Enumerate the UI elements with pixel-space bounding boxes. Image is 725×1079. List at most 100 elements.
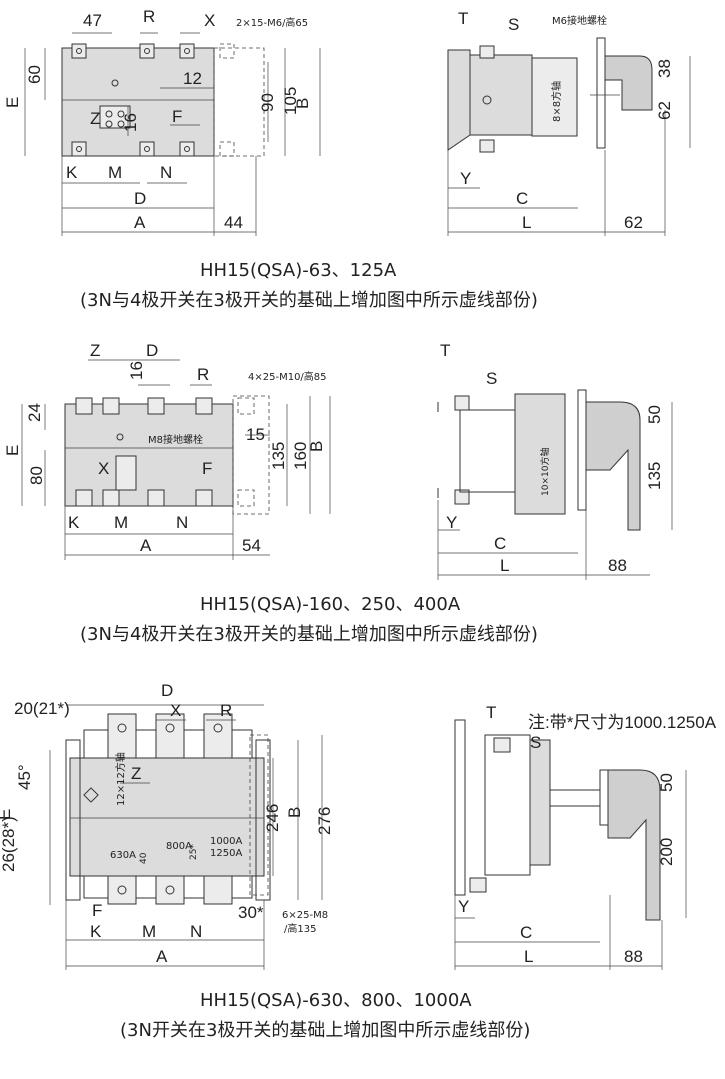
dim-l: L: [522, 213, 531, 232]
dim-80: 80: [27, 466, 46, 485]
dim-20: 20(21*): [14, 699, 70, 718]
dim-x: X: [170, 701, 181, 720]
dim-y: Y: [458, 897, 469, 916]
dim-y: Y: [460, 169, 471, 188]
drawing-3-side-view: [454, 719, 687, 970]
label-1000a: 1000A: [210, 836, 242, 847]
dim-b: B: [285, 807, 304, 818]
drawing-2-front-labels: Z D 16 R 4×25-M10/高85 24 E M8接地螺栓 15 135…: [3, 341, 327, 555]
drawing-2-side-labels: T S 10×10方轴 50 135 Y C L 88: [440, 341, 664, 575]
drawing-3-front-view: [49, 704, 323, 970]
dim-88: 88: [608, 556, 627, 575]
switch-body: [61, 47, 215, 157]
dim-246: 246: [263, 804, 282, 832]
dim-f: F: [92, 901, 102, 920]
dim-b: B: [293, 98, 312, 109]
bolt-height: /高135: [284, 922, 316, 935]
drawing-1-side-view: [447, 37, 691, 236]
dim-d: D: [134, 189, 146, 208]
dim-l: L: [500, 556, 509, 575]
dim-n: N: [160, 163, 172, 182]
dim-16: 16: [121, 113, 140, 132]
dim-d: D: [161, 681, 173, 700]
shaft-label: 10×10方轴: [539, 448, 551, 496]
switch-body: [64, 403, 234, 507]
shaft-label: 12×12方轴: [114, 752, 127, 806]
dim-62b: 62: [624, 213, 643, 232]
dim-t: T: [440, 341, 450, 360]
drawing-3-side-labels: T 注:带*尺寸为1000.1250A S 50 200 Y C L 88: [458, 703, 717, 966]
dim-r: R: [143, 7, 155, 26]
dim-40: 40: [139, 852, 149, 864]
side-body: [469, 54, 533, 136]
dim-f: F: [202, 459, 212, 478]
operating-handle: [607, 769, 661, 921]
dim-54: 54: [242, 536, 261, 555]
dim-25: 25*: [189, 844, 199, 860]
dim-n: N: [176, 513, 188, 532]
dim-e: E: [3, 445, 22, 456]
caption-1-note: (3N与4极开关在3极开关的基础上增加图中所示虚线部份): [80, 290, 538, 311]
extra-pole-dashed: [232, 395, 270, 515]
extra-pole-dashed: [249, 734, 269, 896]
note-star-dims: 注:带*尺寸为1000.1250A: [528, 713, 717, 732]
dim-z: Z: [131, 764, 141, 783]
dim-e: E: [3, 97, 22, 108]
top-terminals: [71, 43, 235, 59]
dim-a: A: [140, 536, 152, 555]
handle-plate: [447, 49, 471, 151]
dim-276: 276: [315, 807, 334, 835]
dim-t: T: [486, 703, 496, 722]
dim-r: R: [220, 701, 232, 720]
dim-b: B: [307, 441, 326, 452]
dim-88: 88: [624, 947, 643, 966]
ground-bolt-label: M6接地螺栓: [552, 14, 607, 27]
angle-45: 45°: [15, 764, 34, 790]
dim-44: 44: [224, 213, 243, 232]
caption-2-note: (3N与4极开关在3极开关的基础上增加图中所示虚线部份): [80, 624, 538, 645]
drawing-1-front-labels: 47 R X 2×15-M6/高65 E 60 12 90 105 B Z 16…: [3, 7, 312, 232]
dim-a: A: [134, 213, 146, 232]
dim-15: 15: [246, 425, 265, 444]
ground-bolt-label: M8接地螺栓: [148, 433, 203, 446]
dim-200: 200: [657, 838, 676, 866]
drawing-2-front-view: [21, 359, 331, 560]
dim-m: M: [108, 163, 122, 182]
dim-k: K: [90, 922, 102, 941]
drawing-1-front-view: [24, 32, 321, 236]
dim-f: F: [172, 107, 182, 126]
dim-y: Y: [446, 513, 457, 532]
drawing-2-side-view: [437, 389, 673, 580]
dim-90: 90: [258, 93, 277, 112]
bottom-terminals: [71, 141, 235, 157]
dim-d: D: [146, 341, 158, 360]
dim-135: 135: [645, 462, 664, 490]
dim-105: 105: [281, 87, 300, 115]
caption-2-title: HH15(QSA)-160、250、400A: [200, 594, 461, 615]
dim-50: 50: [657, 773, 676, 792]
caption-3-title: HH15(QSA)-630、800、1000A: [200, 990, 472, 1011]
dim-m: M: [142, 922, 156, 941]
dim-62a: 62: [655, 101, 674, 120]
dim-30: 30*: [238, 903, 264, 922]
operating-handle: [604, 55, 653, 111]
dim-60: 60: [25, 65, 44, 84]
dim-s: S: [530, 733, 541, 752]
dim-16: 16: [127, 361, 146, 380]
dim-50: 50: [645, 405, 664, 424]
bolt-spec: 4×25-M10/高85: [248, 370, 327, 383]
extra-pole-dashed: [213, 47, 265, 157]
dim-m: M: [114, 513, 128, 532]
dim-x: X: [204, 11, 215, 30]
label-630a: 630A: [110, 850, 136, 861]
dim-s: S: [486, 369, 497, 388]
drawing-3-front-labels: 20(21*) D X R Z E 45° 12×12方轴 246 B 276 …: [0, 681, 334, 966]
dim-e: E: [0, 809, 14, 820]
dim-47: 47: [83, 11, 102, 30]
dim-24: 24: [25, 403, 44, 422]
dim-c: C: [516, 189, 528, 208]
drawing-1-side-labels: T S M6接地螺栓 8×8方轴 38 62 Y C L 62: [458, 9, 674, 232]
operating-handle: [585, 401, 641, 531]
caption-3-note: (3N开关在3极开关的基础上增加图中所示虚线部份): [120, 1020, 530, 1041]
